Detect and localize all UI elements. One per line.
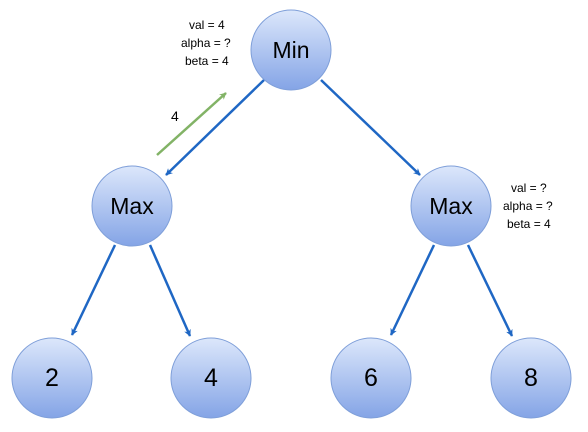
- node-leaf-2: 4: [170, 337, 252, 419]
- edge-root-to-max-left: [165, 79, 265, 176]
- root-note-alpha: alpha = ?: [181, 36, 231, 50]
- node-max-left-label: Max: [110, 193, 154, 219]
- node-leaf-3-label: 6: [364, 364, 378, 392]
- node-max-left: Max: [91, 165, 173, 247]
- root-note: val = 4 alpha = ? beta = 4: [181, 18, 231, 68]
- edge-max-right-to-leaf-4: [466, 244, 514, 337]
- node-leaf-4-label: 8: [524, 364, 538, 392]
- edge-max-left-to-leaf-2: [148, 244, 192, 337]
- propagated-value-label: 4: [171, 108, 179, 124]
- max-right-note-alpha: alpha = ?: [503, 199, 553, 213]
- node-root: Min: [250, 9, 332, 91]
- node-root-label: Min: [272, 37, 309, 63]
- max-right-note-val: val = ?: [511, 181, 547, 195]
- root-note-val: val = 4: [189, 18, 225, 32]
- node-leaf-2-label: 4: [204, 364, 218, 392]
- node-leaf-4: 8: [490, 337, 572, 419]
- edge-max-left-to-leaf-1: [70, 244, 117, 336]
- edges: [70, 79, 514, 337]
- node-max-right-label: Max: [429, 193, 473, 219]
- root-note-beta: beta = 4: [185, 54, 229, 68]
- node-leaf-1: 2: [11, 337, 93, 419]
- value-propagation-arrow: [156, 92, 227, 156]
- max-right-note: val = ? alpha = ? beta = 4: [503, 181, 553, 231]
- node-leaf-3: 6: [330, 337, 412, 419]
- max-right-note-beta: beta = 4: [507, 217, 551, 231]
- edge-max-right-to-leaf-3: [389, 244, 436, 336]
- node-leaf-1-label: 2: [45, 364, 59, 392]
- node-max-right: Max: [410, 165, 492, 247]
- edge-root-to-max-right: [320, 79, 421, 176]
